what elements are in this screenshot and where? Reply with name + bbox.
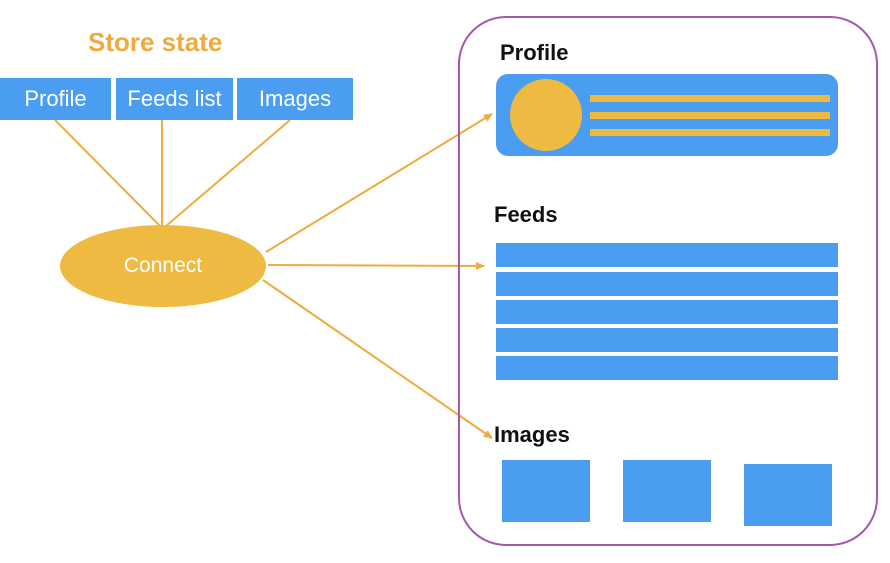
ui-panel [458, 16, 878, 546]
store-state-title: Store state [88, 27, 223, 57]
state-box-feeds-list: Feeds list [116, 78, 233, 120]
feed-row [496, 356, 838, 380]
feed-row [496, 243, 838, 267]
feed-row [496, 300, 838, 324]
connect-node: Connect [60, 225, 266, 307]
line-profile-to-connect [54, 119, 161, 227]
profile-line [590, 95, 830, 102]
feed-row [496, 272, 838, 296]
avatar [510, 79, 582, 151]
image-tile [744, 464, 832, 526]
state-box-images: Images [237, 78, 353, 120]
profile-card [496, 74, 838, 156]
profile-line [590, 129, 830, 136]
image-tile [502, 460, 590, 522]
image-tile [623, 460, 711, 522]
arrow-to-feeds [267, 261, 485, 270]
profile-line [590, 112, 830, 119]
feed-row [496, 328, 838, 352]
profile-section-label: Profile [500, 40, 569, 65]
arrow-to-images [262, 279, 493, 439]
images-section-label: Images [494, 422, 570, 447]
state-box-profile: Profile [0, 78, 111, 120]
feeds-section-label: Feeds [494, 202, 558, 227]
line-images-to-connect [165, 119, 291, 227]
arrow-to-profile [265, 113, 493, 253]
